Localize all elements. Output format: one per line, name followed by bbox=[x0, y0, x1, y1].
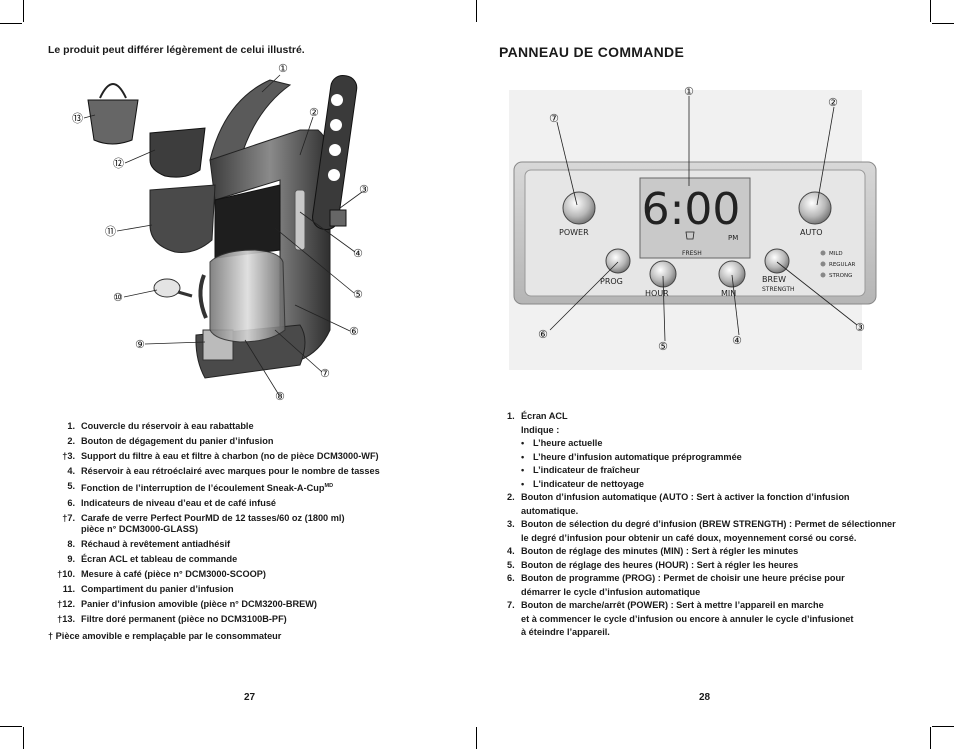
prog-button[interactable] bbox=[606, 249, 630, 273]
bullet: •L’heure actuelle bbox=[507, 437, 917, 451]
lcd-pm: PM bbox=[728, 234, 738, 242]
auto-label: AUTO bbox=[800, 228, 823, 237]
panel-callout-2: ② bbox=[828, 96, 838, 109]
lcd-time: 6:00 bbox=[642, 184, 741, 235]
power-button[interactable] bbox=[563, 192, 595, 224]
callout-13: ⑬ bbox=[72, 112, 83, 125]
part-item: 1.Couvercle du réservoir à eau rabattabl… bbox=[44, 419, 444, 434]
part-item: †7.Carafe de verre Perfect PourMD de 12 … bbox=[44, 513, 444, 535]
part-item: 9.Écran ACL et tableau de commande bbox=[44, 552, 444, 567]
part-item: 2.Bouton de dégagement du panier d’infus… bbox=[44, 434, 444, 449]
callout-2: ② bbox=[309, 106, 319, 119]
part-item: †12.Panier d’infusion amovible (pièce n°… bbox=[44, 597, 444, 612]
callout-3: ③ bbox=[359, 183, 369, 196]
callout-11: ⑪ bbox=[105, 225, 116, 238]
panel-callout-4: ④ bbox=[732, 334, 742, 347]
min-button[interactable] bbox=[719, 261, 745, 287]
brew-strength-button[interactable] bbox=[765, 249, 789, 273]
bullet: •L'indicateur de nettoyage bbox=[507, 478, 917, 492]
gold-filter bbox=[88, 100, 138, 144]
power-label: POWER bbox=[559, 228, 589, 237]
part-item: 4.Réservoir à eau rétroéclairé avec marq… bbox=[44, 464, 444, 479]
desc-item: 2. Bouton d’infusion automatique (AUTO :… bbox=[507, 491, 917, 518]
bullet: •L’heure d’infusion automatique préprogr… bbox=[507, 451, 917, 465]
strong-label: STRONG bbox=[829, 273, 852, 279]
coffee-scoop bbox=[154, 279, 180, 297]
part-item: †10.Mesure à café (pièce n° DCM3000-SCOO… bbox=[44, 567, 444, 582]
callout-1: ① bbox=[278, 62, 288, 75]
regular-indicator bbox=[821, 262, 826, 267]
mild-indicator bbox=[821, 251, 826, 256]
desc-item: 7. Bouton de marche/arrêt (POWER) : Sert… bbox=[507, 599, 917, 640]
auto-button[interactable] bbox=[799, 192, 831, 224]
page-number: 28 bbox=[699, 692, 710, 703]
brew-compartment-detached bbox=[150, 185, 215, 253]
strong-indicator bbox=[821, 273, 826, 278]
regular-label: REGULAR bbox=[829, 262, 856, 268]
part-item: 11.Compartiment du panier d’infusion bbox=[44, 582, 444, 597]
coffee-maker-illustration: ① ② ③ ④ ⑤ ⑥ ⑦ ⑧ ⑨ ⑩ ⑪ ⑫ ⑬ bbox=[0, 0, 477, 410]
panel-callout-3: ③ bbox=[855, 321, 865, 334]
page-28: PANNEAU DE COMMANDE 6:00 PM FRESH POWER … bbox=[477, 0, 954, 749]
hour-label: HOUR bbox=[645, 289, 669, 298]
page-27: Le produit peut différer légèrement de c… bbox=[0, 0, 477, 749]
callout-5: ⑤ bbox=[353, 288, 363, 301]
callout-8: ⑧ bbox=[275, 390, 285, 403]
desc-item: 3. Bouton de sélection du degré d’infusi… bbox=[507, 518, 917, 545]
desc-item: 6. Bouton de programme (PROG) : Permet d… bbox=[507, 572, 917, 599]
callout-12: ⑫ bbox=[113, 157, 124, 170]
panel-callout-7: ⑦ bbox=[549, 112, 559, 125]
panel-callout-5: ⑤ bbox=[658, 340, 668, 353]
callout-7: ⑦ bbox=[320, 367, 330, 380]
strength-label: STRENGTH bbox=[762, 286, 795, 293]
page-number: 27 bbox=[244, 692, 255, 703]
bullet: •L’indicateur de fraîcheur bbox=[507, 464, 917, 478]
brew-label: BREW bbox=[762, 275, 786, 284]
desc-item: 4. Bouton de réglage des minutes (MIN) :… bbox=[507, 545, 917, 559]
prog-label: PROG bbox=[600, 277, 623, 286]
reservoir-window bbox=[295, 190, 305, 250]
parts-list: 1.Couvercle du réservoir à eau rabattabl… bbox=[44, 419, 444, 627]
part-item: 5.Fonction de l’interruption de l’écoule… bbox=[44, 479, 444, 496]
part-item: †3.Support du filtre à eau et filtre à c… bbox=[44, 449, 444, 464]
lcd-fresh: FRESH bbox=[682, 250, 702, 257]
panel-callout-1: ① bbox=[684, 85, 694, 98]
carafe bbox=[210, 250, 285, 342]
part-item: 8.Réchaud à revêtement antiadhésif bbox=[44, 537, 444, 552]
callout-6: ⑥ bbox=[349, 325, 359, 338]
part-item: 6.Indicateurs de niveau d’eau et de café… bbox=[44, 496, 444, 511]
callout-10: ⑩ bbox=[113, 291, 123, 304]
panel-callout-6: ⑥ bbox=[538, 328, 548, 341]
brew-basket bbox=[150, 128, 205, 177]
mild-label: MILD bbox=[829, 251, 843, 257]
callout-9: ⑨ bbox=[135, 338, 145, 351]
control-panel-illustration: 6:00 PM FRESH POWER AUTO PROG HOUR MIN B… bbox=[477, 0, 954, 380]
part-item: †13.Filtre doré permanent (pièce no DCM3… bbox=[44, 612, 444, 627]
footnote: † Pièce amovible e remplaçable par le co… bbox=[48, 631, 281, 641]
callout-4: ④ bbox=[353, 247, 363, 260]
desc-item: 5. Bouton de réglage des heures (HOUR) :… bbox=[507, 559, 917, 573]
